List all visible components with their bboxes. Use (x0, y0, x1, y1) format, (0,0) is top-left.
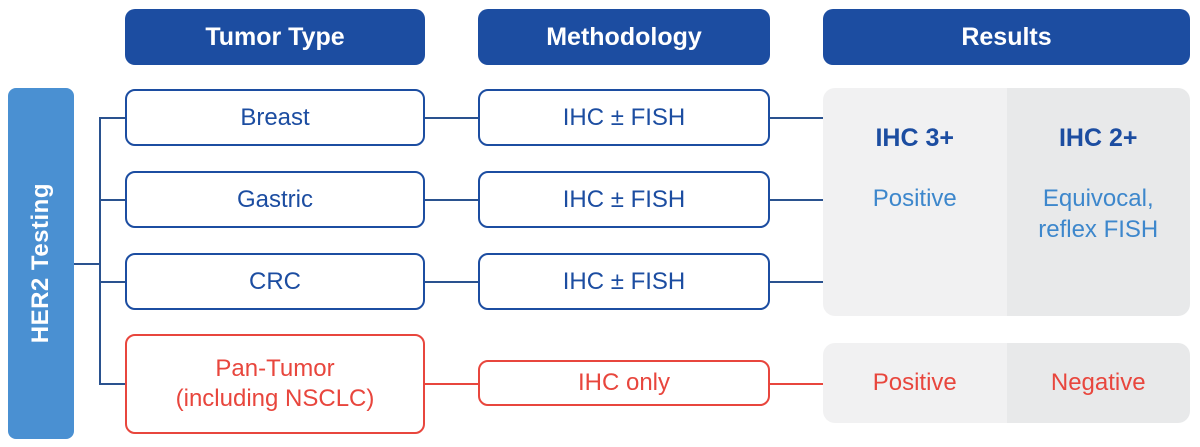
methodology-box-crc: IHC ± FISH (478, 253, 770, 310)
connector-method-results-row2 (770, 199, 823, 201)
tumor-label-crc: CRC (249, 267, 301, 295)
results-cell-ihc2: IHC 2+ Equivocal, reflex FISH (1006, 88, 1190, 316)
tumor-label-gastric: Gastric (236, 185, 313, 213)
her2-testing-sidebar: HER2 Testing (8, 88, 74, 439)
connector-trunk (99, 117, 101, 385)
connector-branch-pan-tumor (99, 383, 125, 385)
methodology-box-breast: IHC ± FISH (478, 89, 770, 146)
methodology-box-gastric: IHC ± FISH (478, 171, 770, 228)
results-title-ihc3: IHC 3+ (875, 124, 954, 152)
results-panel-bottom: Positive Negative (823, 343, 1190, 423)
tumor-box-gastric: Gastric (125, 171, 425, 228)
results-cell-negative: Negative (1006, 343, 1190, 423)
connector-method-results-row1 (770, 117, 823, 119)
connector-branch-crc (99, 281, 125, 283)
connector-gastric-method (425, 199, 478, 201)
connector-method-results-row4 (770, 383, 823, 385)
methodology-box-pan-tumor: IHC only (478, 360, 770, 406)
methodology-label: IHC ± FISH (562, 103, 686, 131)
column-header-methodology: Methodology (478, 9, 770, 65)
tumor-label-pan-tumor: Pan-Tumor (including NSCLC) (175, 355, 375, 412)
column-header-label: Methodology (546, 22, 702, 51)
results-subtitle-equivocal: Equivocal, reflex FISH (1038, 185, 1159, 244)
tumor-box-pan-tumor: Pan-Tumor (including NSCLC) (125, 334, 425, 434)
column-header-label: Results (961, 22, 1052, 51)
tumor-box-breast: Breast (125, 89, 425, 146)
column-header-label: Tumor Type (205, 22, 345, 51)
column-header-tumor-type: Tumor Type (125, 9, 425, 65)
results-panel-top: IHC 3+ Positive IHC 2+ Equivocal, reflex… (823, 88, 1190, 316)
results-cell-ihc3: IHC 3+ Positive (823, 88, 1007, 316)
results-subtitle-positive: Positive (872, 185, 957, 212)
column-header-results: Results (823, 9, 1190, 65)
connector-branch-breast (99, 117, 125, 119)
connector-bar-stub (74, 263, 99, 265)
methodology-label: IHC ± FISH (562, 267, 686, 295)
connector-branch-gastric (99, 199, 125, 201)
methodology-label: IHC ± FISH (562, 185, 686, 213)
connector-crc-method (425, 281, 478, 283)
tumor-box-crc: CRC (125, 253, 425, 310)
results-cell-positive: Positive (823, 343, 1007, 423)
tumor-label-breast: Breast (240, 103, 310, 131)
connector-method-results-row3 (770, 281, 823, 283)
her2-testing-label: HER2 Testing (27, 183, 54, 344)
connector-breast-method (425, 117, 478, 119)
results-title-ihc2: IHC 2+ (1058, 124, 1138, 152)
methodology-label: IHC only (577, 369, 671, 396)
connector-pan-tumor-method (425, 383, 478, 385)
